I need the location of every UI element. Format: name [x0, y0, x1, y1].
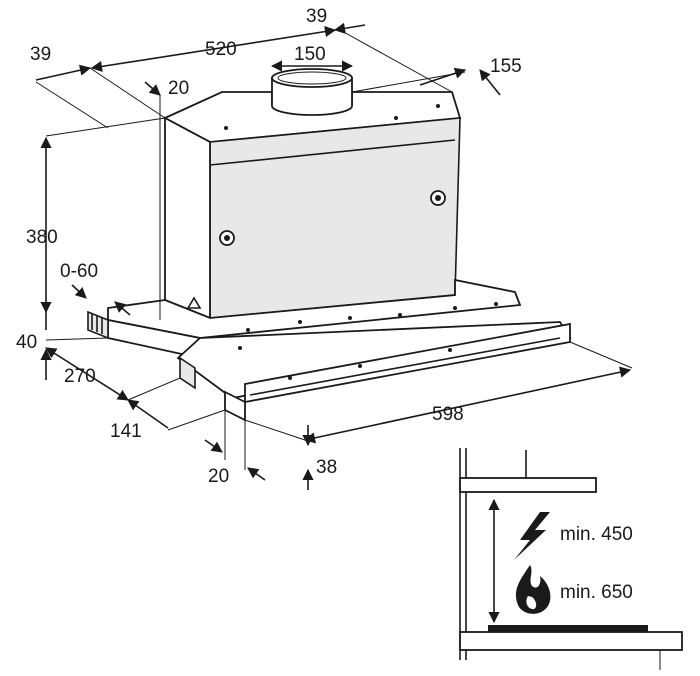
- dim-left-offset: 39: [30, 44, 51, 65]
- dim-width-top: 520: [205, 39, 237, 60]
- dim-adjust-range: 0-60: [60, 261, 98, 282]
- dim-outlet-diameter: 150: [294, 44, 326, 65]
- dimension-lines: [35, 22, 633, 490]
- electric-clearance-label: min. 450: [560, 524, 633, 545]
- dim-right-offset: 39: [306, 6, 327, 27]
- dim-depth: 270: [64, 366, 96, 387]
- dim-outlet-depth: 155: [490, 56, 522, 77]
- hood-base: [87, 278, 522, 360]
- outlet-collar: [271, 68, 353, 116]
- hob-surface: [488, 625, 648, 632]
- dim-inset-top: 20: [168, 78, 189, 99]
- gas-clearance-label: min. 650: [560, 582, 633, 603]
- dim-width-full: 598: [432, 404, 464, 425]
- dim-visor-height: 38: [316, 457, 337, 478]
- dim-bottom-height: 40: [16, 332, 37, 353]
- dimension-labels: 520 39 39 150 155 20 380 0-60 40 270 141…: [16, 6, 522, 487]
- lightning-icon: [514, 512, 550, 560]
- flame-icon: [515, 565, 551, 614]
- dim-height: 380: [26, 227, 58, 248]
- hob-profile: [459, 631, 683, 651]
- hood-profile: [459, 477, 597, 493]
- dim-front-depth: 141: [110, 421, 142, 442]
- clearance-diagram: min. 450 min. 650: [459, 448, 683, 670]
- visor: [176, 321, 572, 422]
- hood-body: [162, 91, 462, 320]
- dim-front-inset: 20: [208, 466, 229, 487]
